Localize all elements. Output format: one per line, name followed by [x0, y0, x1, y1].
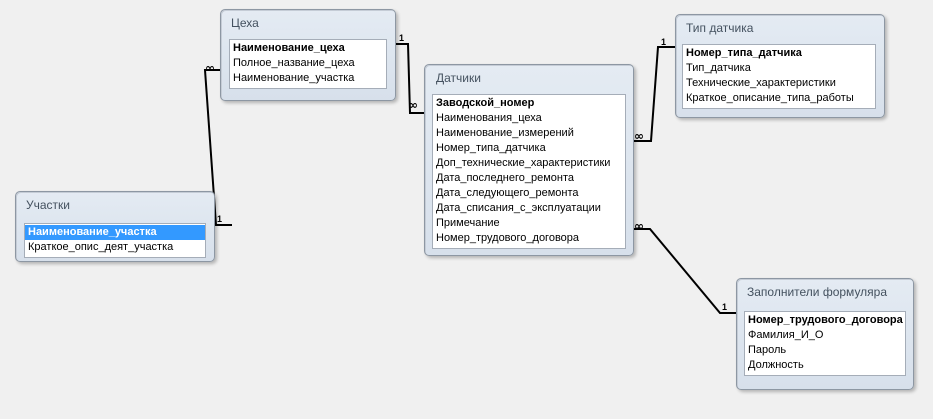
primary-key-field[interactable]: Номер_типа_датчика	[686, 47, 802, 59]
field-item[interactable]: Дата_списания_с_эксплуатации	[436, 202, 601, 214]
primary-key-field[interactable]: Номер_трудового_договора	[748, 314, 903, 326]
cardinality-one-label: 1	[661, 37, 666, 47]
field-item[interactable]: Пароль	[748, 344, 787, 356]
field-item[interactable]: Должность	[748, 359, 804, 371]
cardinality-many-label: ∞	[634, 219, 644, 233]
field-item[interactable]: Наименование_участка	[233, 72, 355, 84]
table-title[interactable]: Заполнители формуляра	[747, 285, 888, 299]
field-list: Наименование_участка Краткое_опис_деят_у…	[24, 223, 206, 258]
primary-key-field[interactable]: Наименование_участка	[25, 225, 205, 240]
cardinality-one-label: 1	[217, 214, 222, 224]
primary-key-field[interactable]: Наименование_цеха	[233, 42, 345, 54]
field-item[interactable]: Фамилия_И_О	[748, 329, 824, 341]
relationship-line-ceha-datchiki[interactable]	[396, 43, 424, 114]
table-ceha[interactable]: Цеха Наименование_цеха Полное_название_ц…	[220, 9, 396, 101]
field-list: Номер_трудового_договора Фамилия_И_О Пар…	[744, 311, 906, 376]
field-item[interactable]: Технические_характеристики	[686, 77, 836, 89]
table-zapolniteli[interactable]: Заполнители формуляра Номер_трудового_до…	[736, 278, 914, 390]
table-uchastki[interactable]: Участки Наименование_участка Краткое_опи…	[15, 191, 215, 262]
field-item[interactable]: Примечание	[436, 217, 500, 229]
relationship-line-zap-datchiki[interactable]	[634, 228, 736, 314]
field-item[interactable]: Краткое_описание_типа_работы	[686, 92, 854, 104]
cardinality-one-label: 1	[399, 33, 404, 43]
table-title[interactable]: Цеха	[231, 16, 259, 30]
field-item[interactable]: Наименование_измерений	[436, 127, 574, 139]
cardinality-many-label: ∞	[205, 61, 215, 75]
cardinality-one-label: 1	[722, 302, 727, 312]
cardinality-many-label: ∞	[408, 98, 418, 112]
field-item[interactable]: Наименования_цеха	[436, 112, 542, 124]
field-item[interactable]: Краткое_опис_деят_участка	[28, 241, 174, 253]
table-title[interactable]: Тип датчика	[686, 21, 754, 35]
field-item[interactable]: Тип_датчика	[686, 62, 751, 74]
field-item[interactable]: Номер_типа_датчика	[436, 142, 546, 154]
table-tip-datchika[interactable]: Тип датчика Номер_типа_датчика Тип_датчи…	[675, 14, 885, 118]
relationship-line-tip-datchiki[interactable]	[634, 46, 675, 142]
field-list: Заводской_номер Наименования_цеха Наимен…	[432, 94, 626, 249]
cardinality-many-label: ∞	[634, 129, 644, 143]
table-datchiki[interactable]: Датчики Заводской_номер Наименования_цех…	[424, 64, 634, 256]
field-item[interactable]: Дата_следующего_ремонта	[436, 187, 579, 199]
table-title[interactable]: Датчики	[436, 71, 481, 85]
field-list: Номер_типа_датчика Тип_датчика Техническ…	[682, 44, 876, 109]
field-item[interactable]: Номер_трудового_договора	[436, 232, 580, 244]
field-item[interactable]: Полное_название_цеха	[233, 57, 355, 69]
primary-key-field[interactable]: Заводской_номер	[436, 97, 535, 109]
field-item[interactable]: Дата_последнего_ремонта	[436, 172, 574, 184]
field-list: Наименование_цеха Полное_название_цеха Н…	[229, 39, 387, 89]
table-title[interactable]: Участки	[26, 198, 70, 212]
field-item[interactable]: Доп_технические_характеристики	[436, 157, 611, 169]
